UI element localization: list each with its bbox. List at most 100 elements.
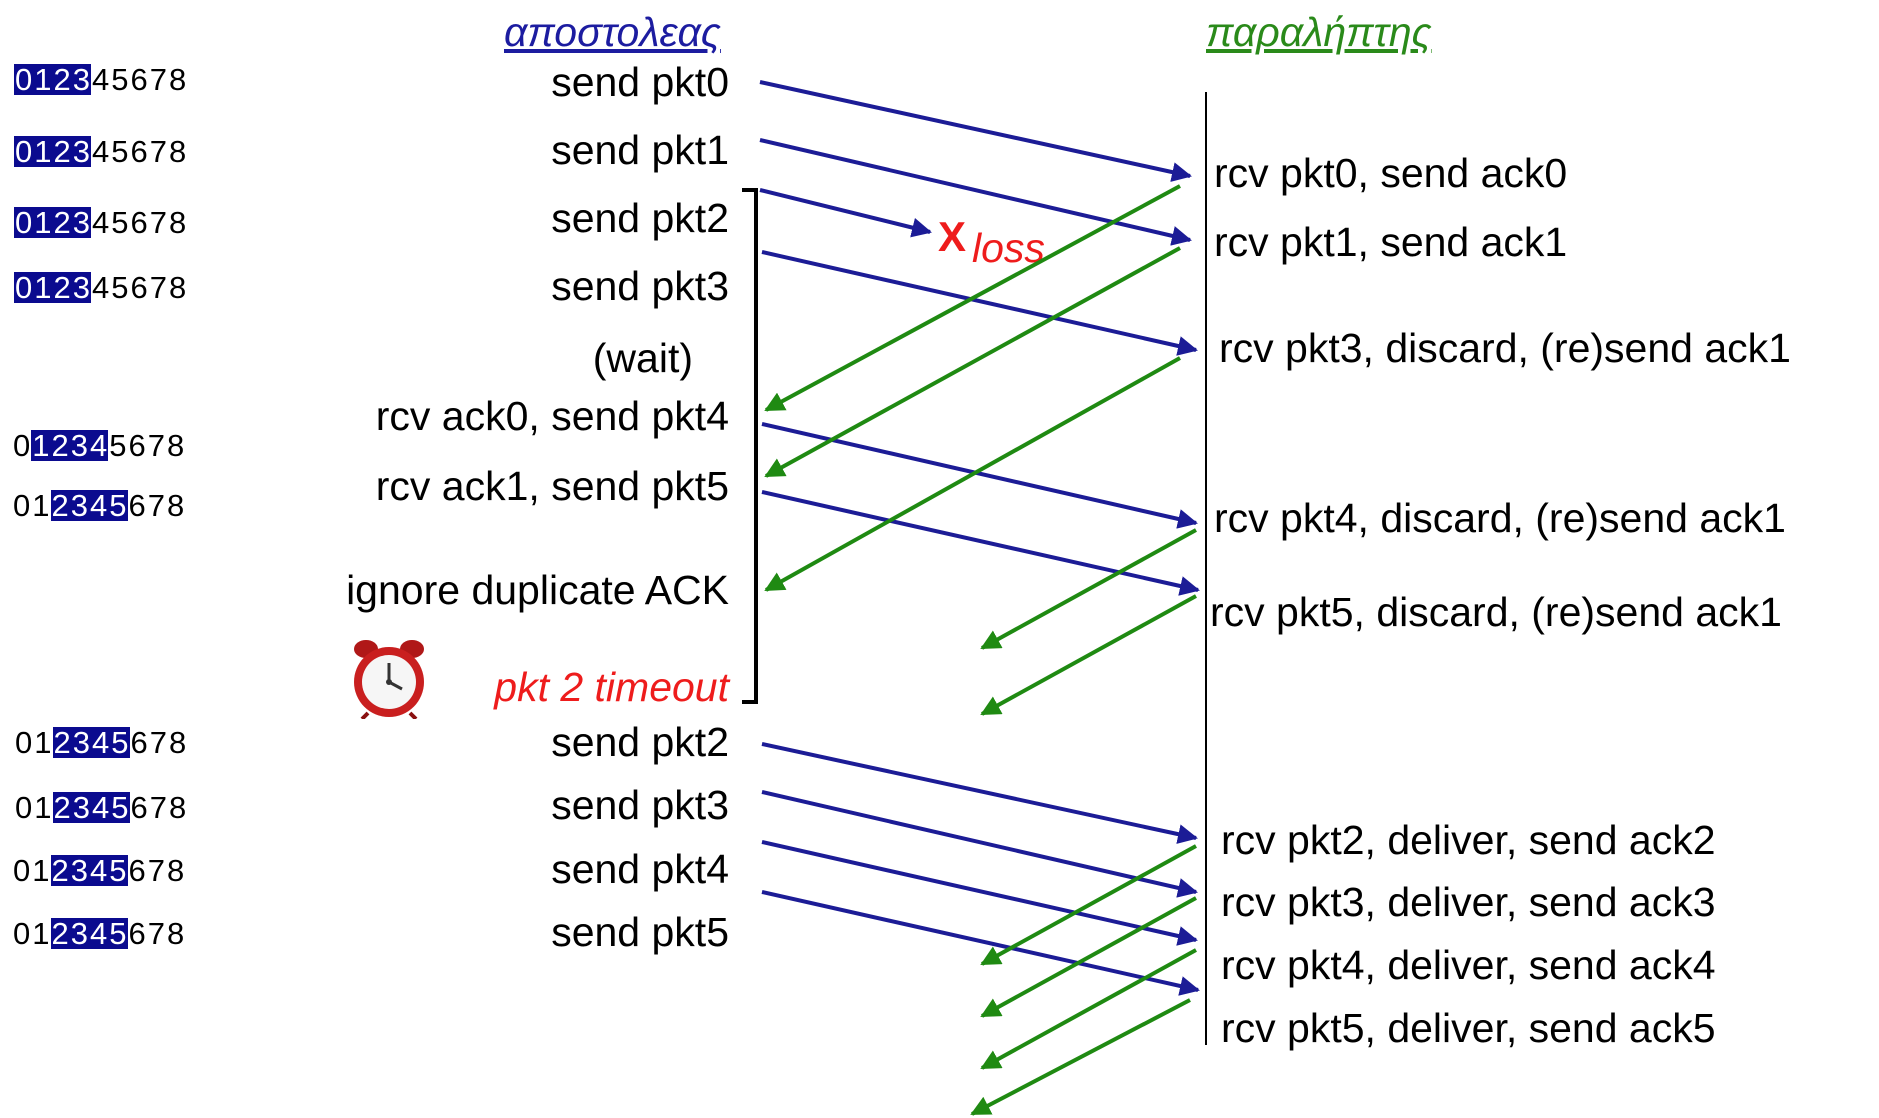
seq-number: 8 (167, 853, 185, 888)
sender-window-row: 012345678 (14, 792, 187, 823)
seq-number: 8 (167, 488, 185, 523)
seq-number: 3 (71, 205, 91, 240)
seq-number: 8 (167, 916, 185, 951)
seq-number: 4 (91, 725, 111, 760)
receiver-event-pkt3-discard: rcv pkt3, discard, (re)send ack1 (1219, 325, 1791, 371)
sender-event-timeout: pkt 2 timeout (494, 664, 729, 710)
packet-arrow-re-pkt3 (761, 790, 1198, 898)
timeout-bracket (742, 188, 758, 704)
seq-number: 6 (130, 790, 148, 825)
seq-number: 5 (110, 790, 130, 825)
seq-number: 6 (130, 205, 148, 240)
seq-number: 3 (69, 916, 89, 951)
ack-arrow-ack0 (764, 184, 1181, 412)
seq-number: 2 (50, 853, 70, 888)
seq-number: 5 (111, 62, 129, 97)
ack-arrow-dup-ack1-c (980, 594, 1197, 716)
seq-number: 3 (71, 270, 91, 305)
seq-number: 2 (52, 790, 72, 825)
ack-arrow-dup-ack1-b (980, 528, 1197, 650)
packet-arrow-re-pkt2 (761, 742, 1198, 844)
seq-number: 7 (147, 853, 165, 888)
seq-number: 1 (34, 725, 52, 760)
seq-number: 3 (71, 725, 91, 760)
seq-number: 7 (147, 428, 165, 463)
packet-arrow-pkt0 (759, 80, 1192, 182)
seq-number: 0 (13, 853, 31, 888)
ack-arrow-ack5 (970, 998, 1191, 1116)
seq-number: 5 (111, 134, 129, 169)
sender-window-row: 012345678 (12, 918, 185, 949)
seq-number: 4 (92, 62, 110, 97)
seq-number: 0 (15, 725, 33, 760)
seq-number: 1 (32, 853, 50, 888)
seq-number: 4 (92, 270, 110, 305)
seq-number: 3 (71, 62, 91, 97)
seq-number: 8 (169, 790, 187, 825)
sender-event-wait: (wait) (592, 335, 693, 381)
ack-arrow-ack3 (980, 896, 1197, 1018)
seq-number: 3 (71, 790, 91, 825)
sender-event-resend-pkt2: send pkt2 (551, 719, 729, 765)
ack-arrow-ack2 (980, 844, 1197, 966)
seq-number: 4 (89, 853, 109, 888)
seq-number: 1 (34, 790, 52, 825)
seq-number: 4 (89, 916, 109, 951)
seq-number: 5 (111, 270, 129, 305)
seq-number: 4 (89, 488, 109, 523)
sender-window-row: 012345678 (12, 855, 185, 886)
seq-number: 0 (14, 205, 34, 240)
seq-number: 4 (92, 134, 110, 169)
seq-number: 6 (130, 134, 148, 169)
receiver-event-pkt3-deliver: rcv pkt3, deliver, send ack3 (1221, 879, 1716, 925)
sender-window-row: 012345678 (12, 430, 185, 461)
seq-number: 0 (14, 270, 34, 305)
seq-number: 5 (108, 916, 128, 951)
receiver-event-pkt0: rcv pkt0, send ack0 (1214, 150, 1568, 196)
seq-number: 4 (89, 428, 109, 463)
sender-header: αποστολεας (504, 9, 721, 55)
sender-event-send-pkt0: send pkt0 (551, 59, 729, 105)
sender-window-row: 012345678 (14, 207, 187, 238)
receiver-event-pkt4-deliver: rcv pkt4, deliver, send ack4 (1221, 942, 1716, 988)
seq-number: 7 (149, 270, 167, 305)
seq-number: 7 (149, 205, 167, 240)
receiver-event-pkt1: rcv pkt1, send ack1 (1214, 219, 1568, 265)
seq-number: 5 (108, 488, 128, 523)
ack-arrow-dup-ack1-a (764, 356, 1181, 592)
alarm-clock-icon (354, 640, 424, 719)
receiver-event-pkt4-discard: rcv pkt4, discard, (re)send ack1 (1214, 495, 1786, 541)
sender-event-ignore-dup-ack: ignore duplicate ACK (346, 567, 729, 613)
loss-mark: X (938, 213, 967, 260)
seq-number: 1 (33, 270, 53, 305)
seq-number: 3 (69, 488, 89, 523)
seq-number: 7 (149, 790, 167, 825)
seq-number: 8 (169, 62, 187, 97)
seq-number: 7 (147, 916, 165, 951)
seq-number: 8 (167, 428, 185, 463)
seq-number: 1 (32, 916, 50, 951)
seq-number: 5 (110, 725, 130, 760)
seq-number: 1 (33, 62, 53, 97)
seq-number: 7 (147, 488, 165, 523)
sender-window-row: 012345678 (14, 64, 187, 95)
sender-window-row: 012345678 (12, 490, 185, 521)
sender-event-rcv-ack1: rcv ack1, send pkt5 (375, 463, 729, 509)
seq-number: 2 (52, 205, 72, 240)
packet-arrow-pkt1 (759, 138, 1192, 246)
receiver-header: παραλήπτης (1206, 9, 1432, 55)
seq-number: 8 (169, 134, 187, 169)
packet-arrow-pkt5 (761, 490, 1200, 596)
seq-number: 0 (14, 134, 34, 169)
seq-number: 8 (169, 725, 187, 760)
seq-number: 1 (33, 134, 53, 169)
sender-window-row: 012345678 (14, 727, 187, 758)
seq-number: 7 (149, 62, 167, 97)
seq-number: 6 (130, 725, 148, 760)
packet-arrow-pkt2-lost (759, 188, 932, 238)
seq-number: 1 (33, 205, 53, 240)
seq-number: 2 (50, 916, 70, 951)
seq-number: 2 (52, 134, 72, 169)
seq-number: 2 (52, 62, 72, 97)
